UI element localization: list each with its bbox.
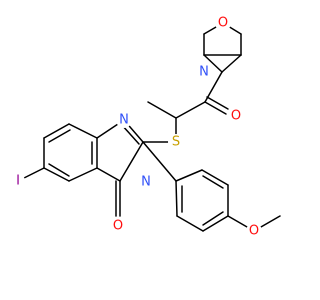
atom-oxygen: O — [110, 218, 126, 234]
bonds — [17, 22, 281, 232]
atom-nitrogen: N — [138, 174, 154, 190]
bond — [206, 96, 229, 110]
bond — [175, 169, 203, 182]
atom-sulfur: S — [168, 134, 184, 150]
bond — [203, 54, 223, 73]
atom-symbol: O — [113, 219, 123, 234]
bond — [142, 141, 177, 182]
atom-oxygen: O — [246, 223, 262, 239]
molecule-structure: O N O S N N I O — [11, 15, 281, 239]
bond — [96, 167, 121, 182]
atom-oxygen: O — [215, 15, 231, 31]
atom-symbol: I — [16, 174, 20, 189]
atom-iodine: I — [11, 174, 25, 189]
bond — [119, 141, 144, 182]
bond — [176, 215, 204, 232]
atom-symbol: N — [199, 65, 209, 80]
atom-symbol: O — [218, 16, 228, 31]
bond — [204, 101, 227, 115]
atom-labels: O N O S N N I O — [11, 15, 262, 239]
bond — [68, 167, 98, 182]
bond — [48, 163, 70, 177]
bond — [43, 167, 70, 182]
atom-oxygen: O — [228, 108, 244, 124]
atom-symbol: N — [119, 113, 129, 128]
atom-symbol: N — [141, 175, 151, 190]
bond — [147, 101, 177, 119]
bond — [221, 54, 242, 73]
bond — [48, 129, 71, 143]
atom-nitrogen: N — [196, 64, 212, 80]
atom-nitrogen: N — [116, 112, 132, 128]
bond — [202, 211, 224, 226]
atom-symbol: O — [249, 224, 259, 239]
bond — [201, 169, 229, 186]
atom-symbol: S — [172, 135, 180, 150]
bond — [43, 123, 70, 139]
bond — [175, 101, 206, 119]
bond — [68, 123, 98, 139]
bond — [175, 180, 178, 217]
atom-symbol: O — [231, 109, 241, 124]
bond — [202, 175, 224, 189]
bond — [202, 215, 229, 232]
